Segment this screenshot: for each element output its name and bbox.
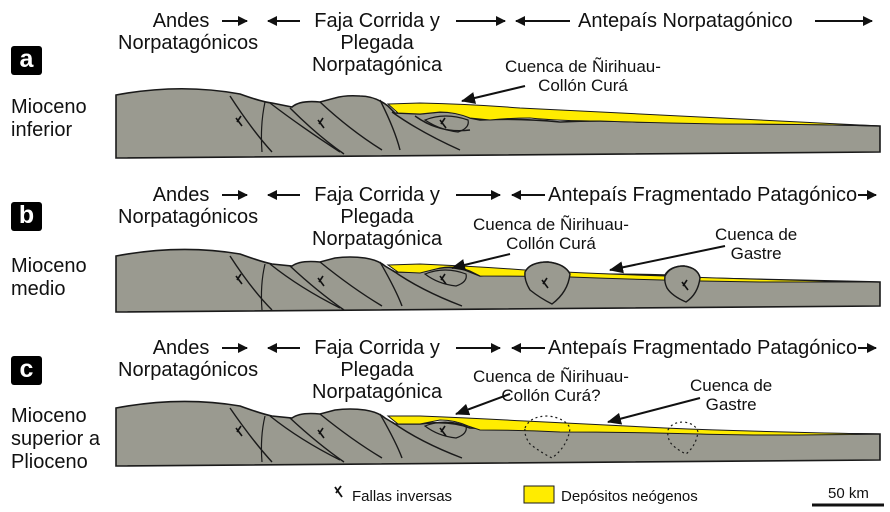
panel-c-section [116,348,880,466]
legend-fault-symbol [335,486,342,497]
basin-pointer-arrow [452,254,510,268]
panel-a-section [116,21,880,158]
basin-pointer-arrow [608,398,700,422]
basin-pointer-arrow [456,394,510,414]
basin-pointer-arrow [462,86,525,101]
panel-b-section [116,195,880,312]
legend [335,486,884,505]
legend-deposit-swatch [524,486,554,503]
basin-pointer-arrow [610,246,725,270]
